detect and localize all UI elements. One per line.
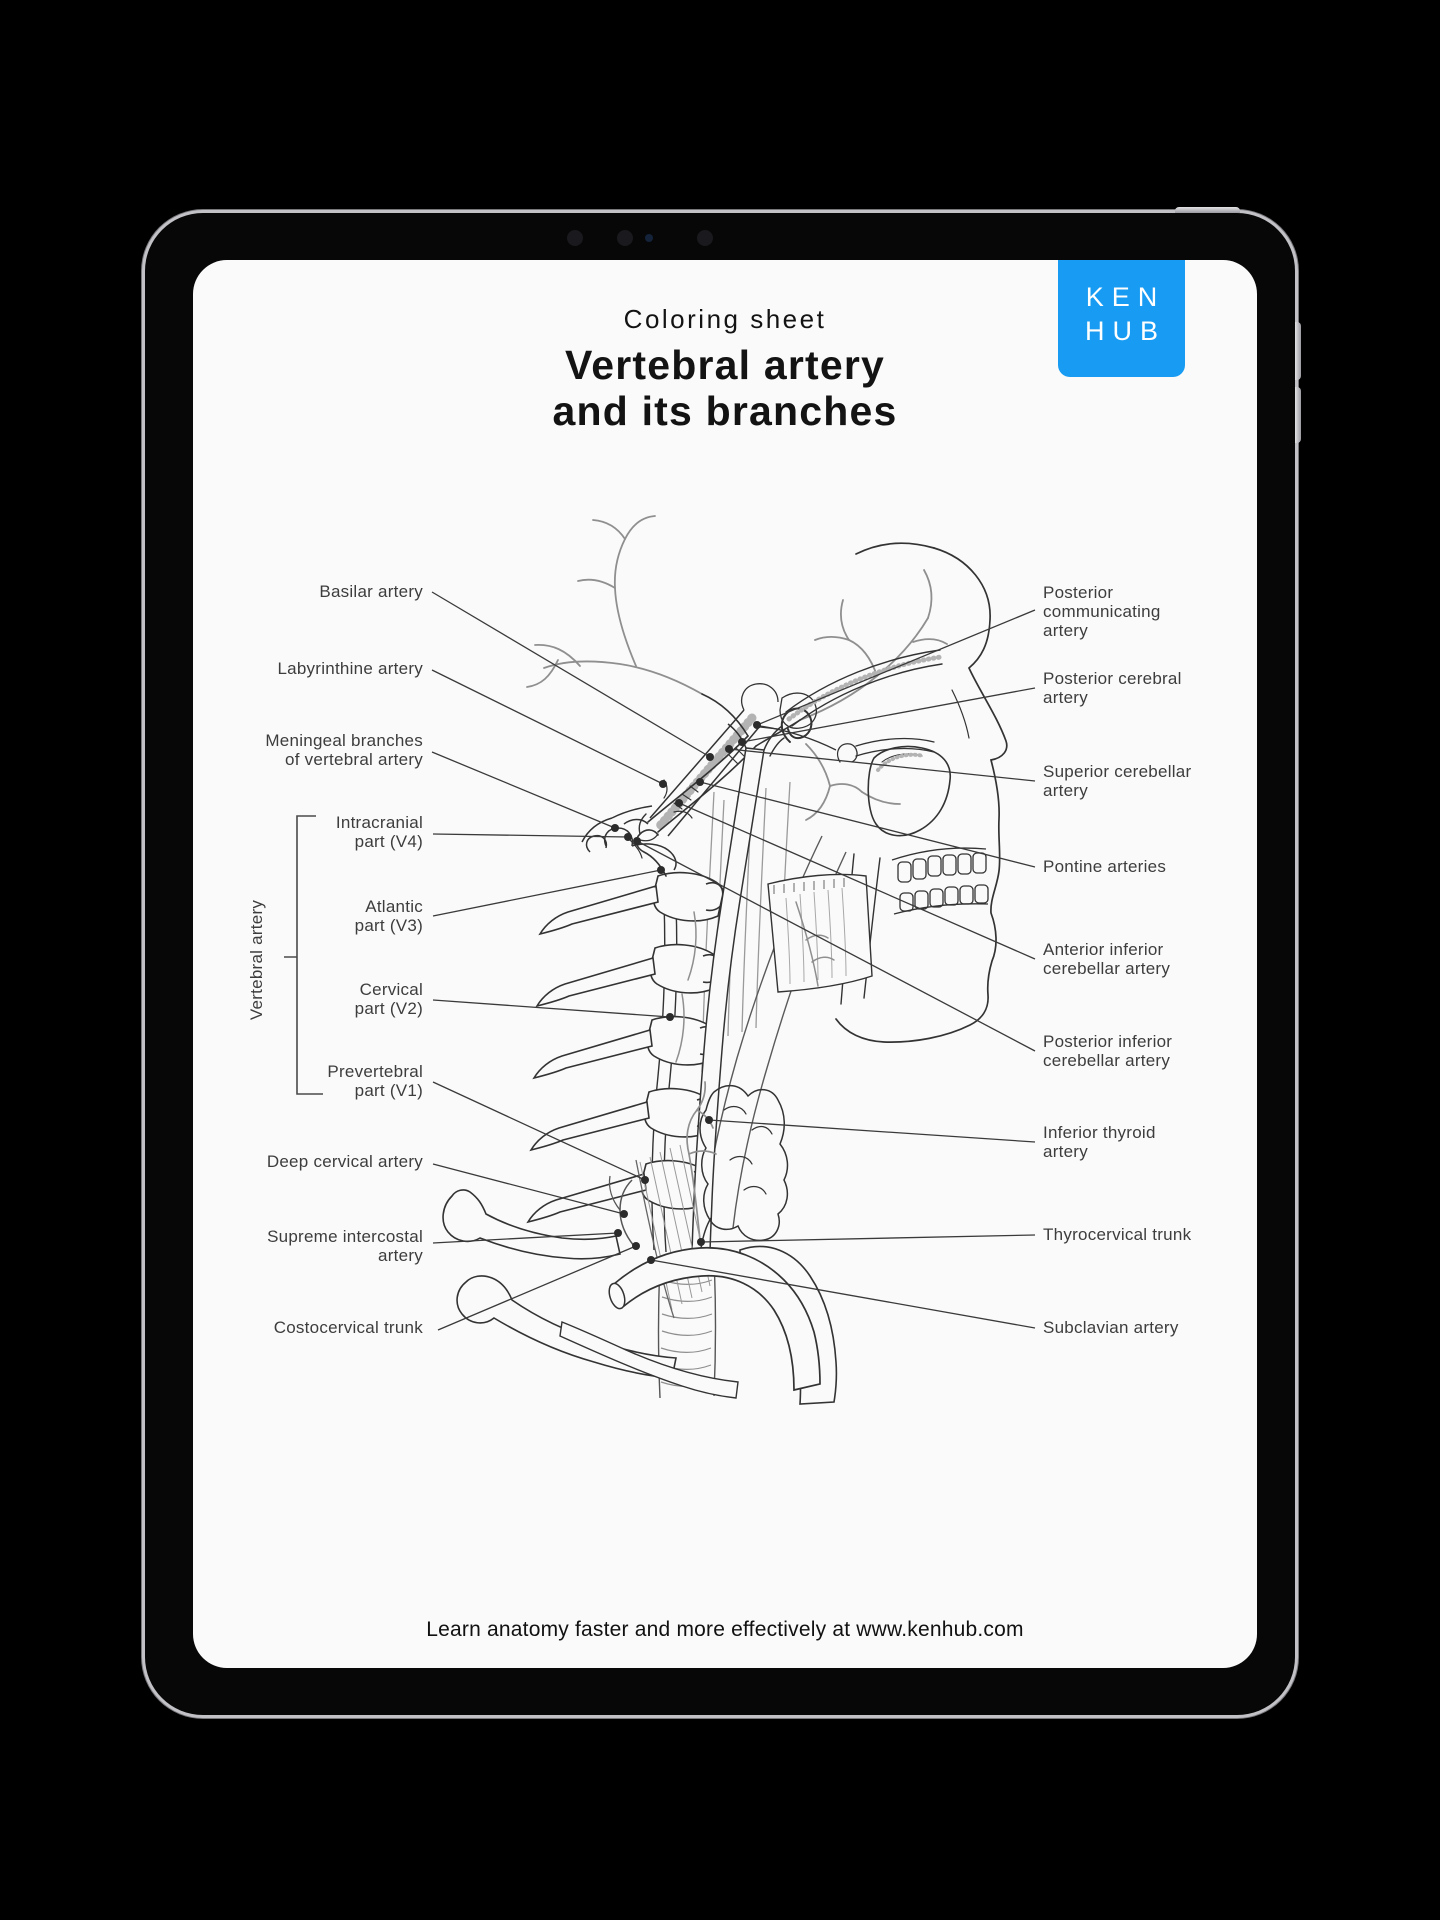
leader-posterior-communicating-artery [756,609,1036,726]
leader-pontine-arteries [699,781,1036,868]
kenhub-logo-text-line2: HUB [1084,316,1166,346]
leader-posterior-cerebral-artery [741,687,1036,743]
basilar-artery [627,693,801,877]
vertebral-artery-bracket [284,815,323,1095]
leader-inferior-thyroid-artery [708,1119,1036,1143]
volume-down-button [1295,387,1301,443]
title-line2: and its branches [552,388,898,434]
label-prevertebral-part-v1: Prevertebral part (V1) [327,1062,423,1100]
tablet-device-frame: KEN HUB Coloring sheet Vertebral artery … [145,207,1301,1715]
front-camera-dot [567,230,583,246]
leader-subclavian-artery [650,1259,1036,1329]
skull-face-profile [785,542,1008,1043]
leader-intracranial-part [432,833,629,838]
label-inferior-thyroid-artery: Inferior thyroid artery [1043,1123,1156,1161]
label-basilar-artery: Basilar artery [319,582,423,601]
tablet-screen: KEN HUB Coloring sheet Vertebral artery … [193,260,1257,1668]
leader-anterior-inferior-cerebellar-artery [678,802,1036,960]
leader-thyrocervical-trunk [700,1234,1036,1243]
leader-superior-cerebellar-artery [728,748,1036,782]
cervical-spine [527,871,725,1223]
front-camera-dot [617,230,633,246]
leader-lines [431,591,1036,1331]
leader-labyrinthine-artery [431,669,664,785]
label-cervical-part-v2: Cervical part (V2) [354,980,423,1018]
sheet-title: Coloring sheet Vertebral artery and its … [193,304,1257,434]
carotid-siphon [759,707,813,757]
leader-meningeal-branches [431,751,616,829]
teeth [891,847,989,915]
kenhub-logo-text-line1: KEN [1085,282,1166,312]
leader-dots [611,721,761,1264]
anatomy-illustration [284,515,1036,1405]
title-line1: Vertebral artery [564,342,886,388]
volume-up-button [1295,322,1301,380]
ascending-cervical-twigs [675,911,697,1063]
label-atlantic-part-v3: Atlantic part (V3) [354,897,423,935]
leader-posterior-inferior-cerebellar-artery [636,840,1036,1052]
label-costocervical-trunk: Costocervical trunk [273,1318,423,1337]
thyroid-gland [699,1084,789,1242]
label-deep-cervical-artery: Deep cervical artery [266,1152,423,1171]
label-thyrocervical-trunk: Thyrocervical trunk [1043,1225,1192,1244]
label-anterior-inferior-cerebellar-artery: Anterior inferior cerebellar artery [1043,940,1171,978]
label-superior-cerebellar-artery: Superior cerebellar artery [1043,762,1192,800]
leader-costocervical-trunk [437,1245,637,1331]
leader-basilar-artery [431,591,711,758]
label-supreme-intercostal-artery: Supreme intercostal artery [267,1227,423,1265]
label-labyrinthine-artery: Labyrinthine artery [277,659,423,678]
leader-prevertebral-part [432,1081,646,1181]
scalene-muscle-hatch [635,1144,711,1319]
leader-deep-cervical-artery [432,1163,625,1215]
leader-supreme-intercostal-artery [432,1232,619,1244]
power-button [1175,207,1240,213]
leader-atlantic-part [432,869,662,917]
label-posterior-inferior-cerebellar-artery: Posterior inferior cerebellar artery [1043,1032,1173,1070]
label-pontine-arteries: Pontine arteries [1043,857,1167,876]
subclavian-artery [608,1175,821,1392]
label-posterior-cerebral-artery: Posterior cerebral artery [1043,669,1182,707]
leader-cervical-part [432,999,671,1018]
jaw-muscle-block [767,873,873,993]
label-posterior-communicating-artery: Posterior communicating artery [1043,583,1161,640]
label-vertebral-artery-group: Vertebral artery [247,899,266,1021]
label-meningeal-branches: Meningeal branches of vertebral artery [265,731,423,769]
footer-text: Learn anatomy faster and more effectivel… [426,1618,1024,1641]
sensor-dot [645,234,653,242]
label-intracranial-part-v4: Intracranial part (V4) [335,813,423,851]
front-camera-dot [697,230,713,246]
label-subclavian-artery: Subclavian artery [1043,1318,1179,1337]
kenhub-logo: KEN HUB [1058,260,1185,377]
title-kicker: Coloring sheet [623,304,827,334]
